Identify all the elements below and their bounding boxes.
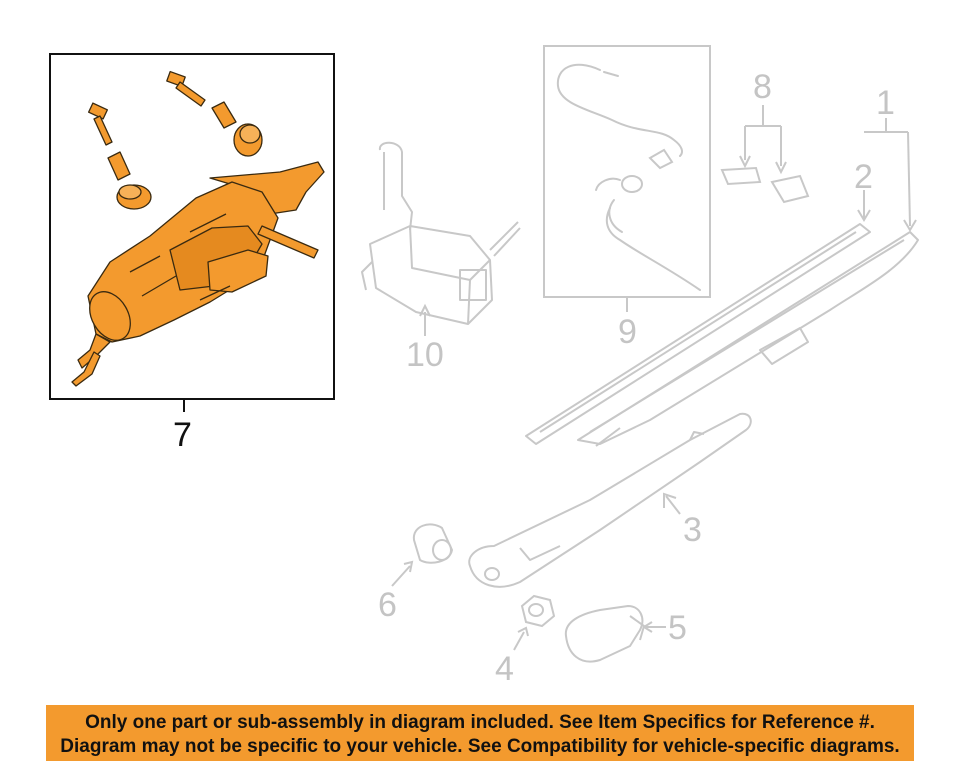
blade-bracket-1-2 (857, 118, 917, 232)
part-9-frame (543, 45, 711, 298)
part-10-arrow (419, 303, 431, 317)
bolt-top (166, 70, 206, 107)
motor-end-cap (89, 291, 131, 341)
grommet-left (116, 184, 152, 210)
disclaimer-line-1: Only one part or sub-assembly in diagram… (85, 712, 875, 733)
cap-part-6 (391, 523, 454, 587)
bolt-left (87, 102, 113, 146)
wiper-motor-part-7 (71, 70, 325, 387)
callout-1: 1 (876, 84, 895, 122)
washer-hose-part-9 (556, 63, 701, 291)
mounting-foot (77, 333, 111, 369)
callout-6: 6 (378, 586, 397, 624)
disclaimer-line-2: Diagram may not be specific to your vehi… (60, 736, 900, 757)
washer-reservoir-part-10 (361, 141, 521, 325)
blade-insert-part-2 (525, 223, 871, 445)
blade-assembly-part-1 (577, 231, 919, 447)
callout-9: 9 (618, 313, 637, 351)
wiper-arm-part-3 (468, 412, 752, 588)
part-3-leader (663, 492, 681, 515)
motor-detail-lines (129, 213, 231, 301)
clips-part-8 (720, 105, 810, 204)
callout-2: 2 (854, 158, 873, 196)
callout-5: 5 (668, 609, 687, 647)
part-7-frame (49, 53, 335, 400)
spacer-left (107, 151, 131, 181)
grommet-top (233, 123, 263, 157)
nut-part-4 (513, 594, 556, 651)
callout-8: 8 (753, 68, 772, 106)
callout-7: 7 (173, 416, 192, 454)
motor-gearbox (207, 249, 269, 293)
callout-4: 4 (495, 650, 514, 688)
callout-10: 10 (406, 336, 444, 374)
motor-shaft (257, 225, 319, 259)
parts-diagram (49, 45, 919, 663)
spacer-top (211, 101, 237, 129)
disclaimer-banner: Only one part or sub-assembly in diagram… (46, 705, 914, 761)
cover-part-5 (564, 605, 666, 663)
mounting-tab (71, 351, 101, 387)
callout-3: 3 (683, 511, 702, 549)
